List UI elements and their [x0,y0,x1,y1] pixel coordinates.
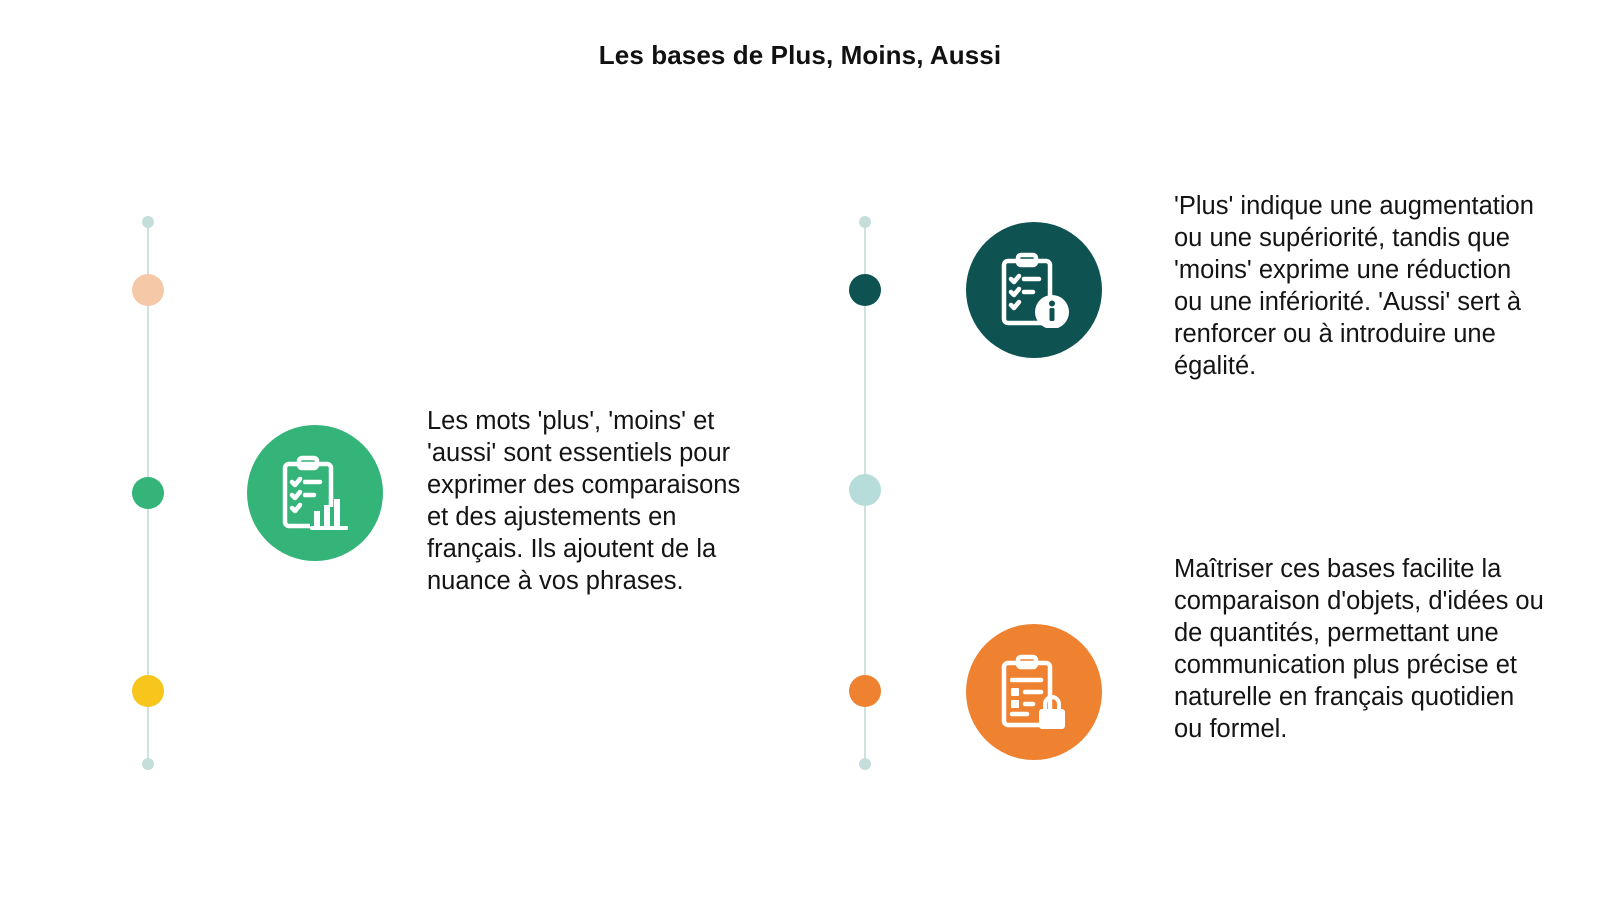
page-title: Les bases de Plus, Moins, Aussi [598,40,1002,70]
left-timeline-dot-green [132,477,164,509]
left-timeline-start-cap [142,216,154,228]
orange-badge [966,624,1102,760]
left-timeline-end-cap [142,758,154,770]
dark-teal-badge [966,222,1102,358]
right-timeline-dot-dark-teal [849,274,881,306]
right-timeline-start-cap [859,216,871,228]
block-1-text: Les mots 'plus', 'moins' et 'aussi' sont… [427,407,741,595]
clipboard-lock-icon [1001,654,1065,729]
right-timeline-dot-orange [849,675,881,707]
clipboard-chart-icon [282,455,350,531]
clipboard-info-icon [1001,252,1069,328]
left-timeline-dot-peach [132,274,164,306]
right-timeline-end-cap [859,758,871,770]
right-timeline-dot-light-teal [849,474,881,506]
green-badge [247,425,383,561]
block-3-text: Maîtriser ces bases facilite la comparai… [1174,555,1544,743]
block-2-text: 'Plus' indique une augmentation ou une s… [1174,192,1534,380]
left-timeline-dot-yellow [132,675,164,707]
